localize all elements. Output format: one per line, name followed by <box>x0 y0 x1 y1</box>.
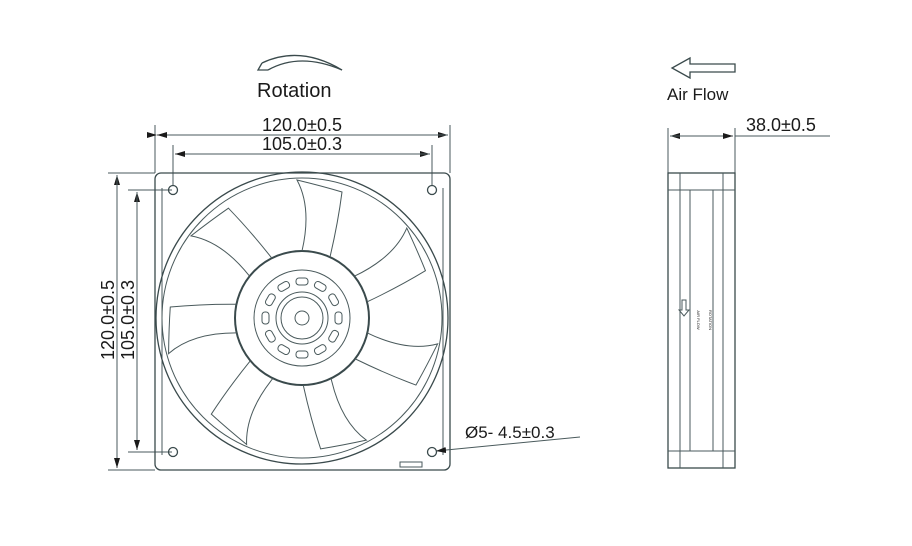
airflow-arrow-icon <box>670 56 736 80</box>
hub-slot <box>277 280 291 292</box>
rotation-arrow-icon <box>256 54 343 71</box>
height-outer-dimension: 120.0±0.5 <box>98 280 118 360</box>
mount-hole-icon <box>426 184 438 196</box>
fan-blade <box>302 378 368 450</box>
hub-slot <box>264 293 276 307</box>
hub-slot <box>295 277 309 286</box>
dimension-lines-front <box>108 125 451 471</box>
fan-blade <box>189 207 273 277</box>
fan-blade <box>355 332 439 386</box>
width-holes-dimension: 105.0±0.3 <box>262 134 342 154</box>
width-outer-dimension: 120.0±0.5 <box>262 115 342 135</box>
airflow-label: Air Flow <box>667 85 729 104</box>
mount-hole-icon <box>167 184 179 196</box>
hub-slot <box>328 329 340 343</box>
mount-hole-icon <box>426 446 438 458</box>
fan-blade <box>210 360 274 446</box>
fan-blade <box>354 226 427 303</box>
fan-blade <box>296 179 343 258</box>
hole-spec-label: Ø5- 4.5±0.3 <box>465 423 555 442</box>
mount-hole-icon <box>167 446 179 458</box>
fan-frame <box>154 171 451 471</box>
hub-slot <box>264 329 276 343</box>
rotation-small-label: ROTATION <box>708 310 713 330</box>
hub-slot <box>334 311 343 325</box>
hub-slot <box>295 350 309 359</box>
fan-blade <box>168 303 237 355</box>
arrow-icon <box>677 299 691 317</box>
hub-slot <box>261 311 270 325</box>
rotation-label: Rotation <box>257 80 332 102</box>
hub-slot <box>313 344 327 356</box>
dimension-lines-side <box>667 128 830 173</box>
hub-slot <box>313 280 327 292</box>
height-holes-dimension: 105.0±0.3 <box>118 280 138 360</box>
depth-dimension: 38.0±0.5 <box>746 115 816 135</box>
airflow-small-label: AIR FLOW <box>696 310 701 330</box>
hub-slot <box>328 293 340 307</box>
hub-slot <box>277 344 291 356</box>
fan-side-view <box>667 172 736 469</box>
